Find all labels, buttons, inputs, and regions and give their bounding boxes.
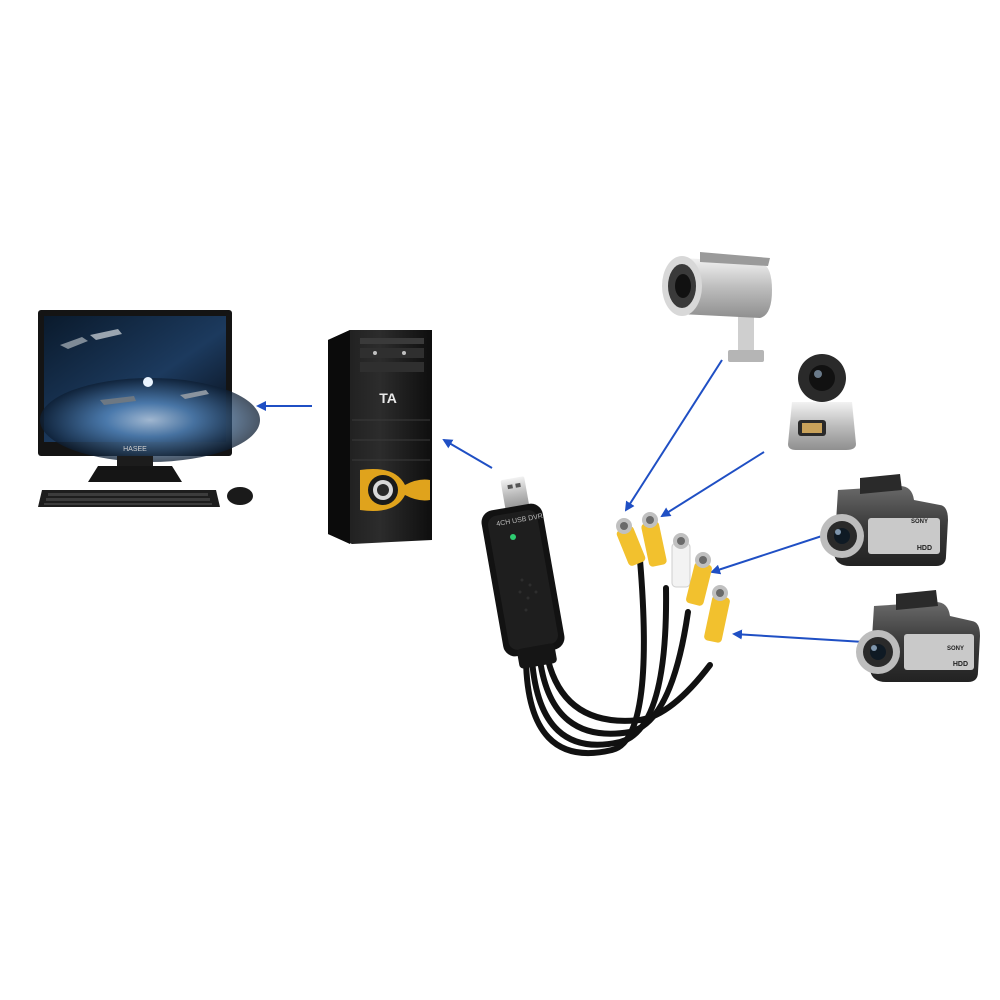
rca-connector-2 [641,512,667,567]
camcorder-2-brand: SONY [947,646,964,652]
keyboard-icon [38,490,220,507]
camcorder-icon: SONY HDD [820,474,948,566]
mouse-icon [227,487,253,505]
rca-connector-white [671,533,691,588]
arrows [256,359,865,643]
usb-dongle-icon: 4CH USB DVR [481,476,730,757]
arrow-from-cctv [624,359,723,512]
monitor-icon: HASEE [38,310,260,482]
camcorder-1-badge: HDD [917,545,932,552]
rca-connector-4 [704,585,730,643]
rca-connector-1 [616,518,646,566]
arrow-from-webcam [660,451,765,518]
arrow-from-camcorder-2 [732,629,865,643]
camcorder-1-brand: SONY [911,519,928,525]
arrow-to-tower [442,438,493,469]
tower-icon: TA [328,330,432,544]
tower-logo: TA [379,390,397,406]
camcorder-2-badge: HDD [953,661,968,668]
camcorder-icon-2: SONY HDD [856,590,980,682]
rca-connector-3 [686,552,712,606]
monitor-brand: HASEE [123,446,147,453]
arrow-from-camcorder-1 [710,533,829,575]
cctv-camera-icon [662,252,772,362]
webcam-icon [788,354,856,450]
